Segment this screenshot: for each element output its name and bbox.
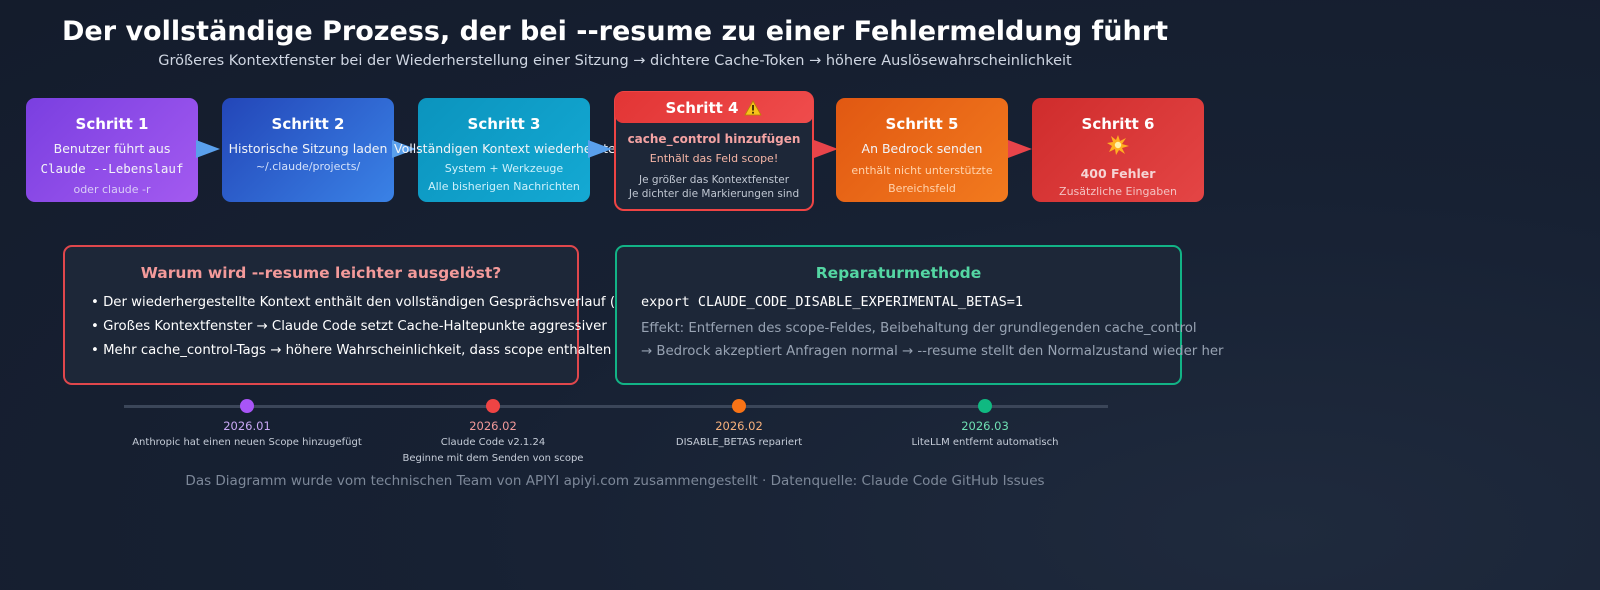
step-4-line2: Enthält das Feld scope! — [649, 152, 779, 165]
page-subtitle: Größeres Kontextfenster bei der Wiederhe… — [158, 53, 1072, 69]
step-2-line1: Historische Sitzung laden — [228, 141, 388, 156]
step-1-line3: oder claude -r — [73, 183, 151, 196]
step-1-box: Schritt 1 Benutzer führt aus Claude --Le… — [26, 98, 198, 202]
step-4-line4: Je dichter die Markierungen sind — [628, 188, 800, 200]
timeline-dot-1 — [240, 399, 254, 413]
step-4-header: Schritt 4 — [615, 92, 813, 123]
timeline-date-4: 2026.03 — [961, 419, 1009, 433]
flow-arrow-2 — [392, 140, 416, 158]
step-2-path: ~/.claude/projects/ — [255, 160, 361, 173]
step-4-line3: Je größer das Kontextfenster — [638, 174, 790, 186]
explosion-icon — [1032, 135, 1204, 157]
timeline-desc-2a: Claude Code v2.1.24 — [440, 437, 546, 448]
step-3-line1: Vollständigen Kontext wiederherstellen — [394, 141, 639, 156]
step-5-line3: Bereichsfeld — [888, 182, 956, 195]
timeline-dot-2 — [486, 399, 500, 413]
timeline-date-2: 2026.02 — [469, 419, 517, 433]
footer-credit: Das Diagramm wurde vom technischen Team … — [185, 473, 1045, 489]
step-6-line2: Zusätzliche Eingaben — [1059, 185, 1177, 198]
flow-arrow-4 — [814, 140, 838, 158]
timeline-date-3: 2026.02 — [715, 419, 763, 433]
step-3-box: Schritt 3 Vollständigen Kontext wiederhe… — [394, 98, 638, 202]
step-4-title: Schritt 4 — [665, 98, 739, 117]
step-6-title: Schritt 6 — [1081, 115, 1155, 133]
why-bullet-3: • Mehr cache_control-Tags → höhere Wahrs… — [91, 343, 632, 358]
timeline-desc-2b: Beginne mit dem Senden von scope — [402, 453, 584, 464]
step-2-title: Schritt 2 — [271, 115, 345, 133]
timeline-axis — [124, 405, 1108, 408]
step-4-box: Schritt 4 cache_control hinzufügen Enthä… — [614, 91, 814, 211]
fix-effect-line1: Effekt: Entfernen des scope-Feldes, Beib… — [641, 321, 1197, 336]
step-2-box: Schritt 2 Historische Sitzung laden ~/.c… — [222, 98, 394, 202]
step-5-line1: An Bedrock senden — [861, 141, 983, 156]
page-title: Der vollständige Prozess, der bei --resu… — [62, 16, 1168, 47]
why-resume-title: Warum wird --resume leichter ausgelöst? — [140, 264, 502, 282]
timeline-date-1: 2026.01 — [223, 419, 271, 433]
step-1-command: Claude --Lebenslauf — [40, 161, 184, 176]
timeline-desc-4: LiteLLM entfernt automatisch — [911, 437, 1059, 448]
flow-arrow-5 — [1008, 140, 1032, 158]
step-6-error: 400 Fehler — [1080, 166, 1156, 181]
flow-arrow-3 — [588, 140, 612, 158]
step-5-title: Schritt 5 — [885, 115, 959, 133]
timeline-dot-4 — [978, 399, 992, 413]
step-5-box: Schritt 5 An Bedrock senden enthält nich… — [836, 98, 1008, 202]
step-5-line2: enthält nicht unterstützte — [851, 164, 993, 177]
step-1-line1: Benutzer führt aus — [53, 141, 171, 156]
step-4-line1: cache_control hinzufügen — [627, 132, 801, 146]
why-bullet-2: • Großes Kontextfenster → Claude Code se… — [91, 319, 607, 334]
fix-method-title: Reparaturmethode — [815, 264, 982, 282]
flow-arrow-1 — [196, 140, 220, 158]
timeline-desc-1: Anthropic hat einen neuen Scope hinzugef… — [132, 437, 362, 448]
step-1-title: Schritt 1 — [75, 115, 149, 133]
step-6-box: Schritt 6 400 Fehler Zusätzliche Eingabe… — [1032, 98, 1204, 202]
warning-icon — [744, 99, 763, 116]
why-resume-box: Warum wird --resume leichter ausgelöst? … — [63, 245, 895, 385]
step-3-line3: Alle bisherigen Nachrichten — [428, 180, 580, 193]
timeline-desc-3: DISABLE_BETAS repariert — [675, 437, 803, 448]
fix-method-box: Reparaturmethode export CLAUDE_CODE_DISA… — [615, 245, 1224, 385]
fix-command: export CLAUDE_CODE_DISABLE_EXPERIMENTAL_… — [641, 294, 1024, 310]
step-3-title: Schritt 3 — [467, 115, 541, 133]
timeline-dot-3 — [732, 399, 746, 413]
step-3-line2: System + Werkzeuge — [444, 162, 564, 175]
fix-effect-line2: → Bedrock akzeptiert Anfragen normal → -… — [641, 344, 1224, 359]
